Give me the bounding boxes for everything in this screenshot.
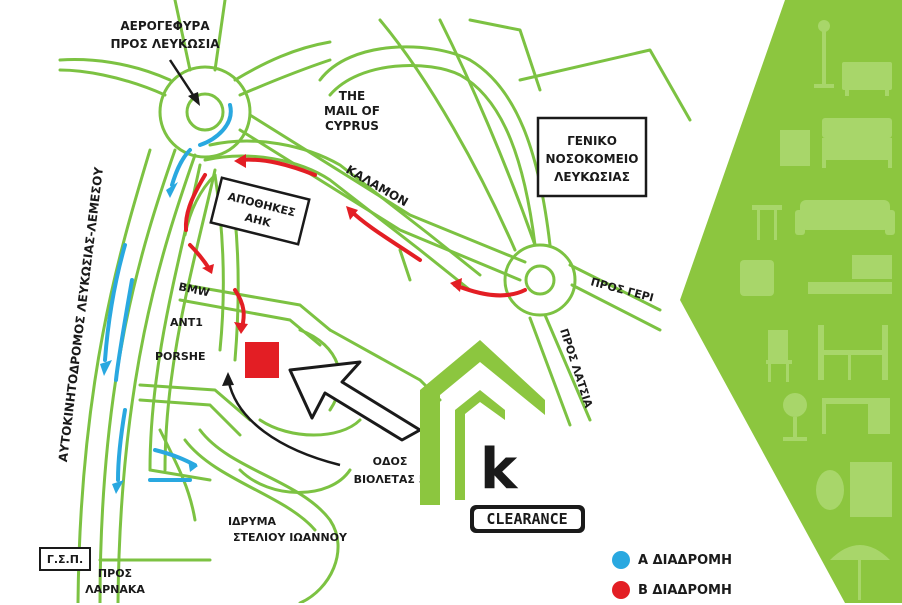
armchair-icon: [740, 260, 774, 296]
desk-icon: [822, 398, 890, 434]
route-a-arrowheads: [100, 182, 198, 494]
bed-icon: [822, 118, 892, 168]
street-label-line1: ΟΔΟΣ: [373, 455, 408, 468]
hospital-box: [536, 116, 648, 198]
road-network: [58, 0, 692, 603]
porshe-label: PORSHE: [155, 350, 206, 363]
street-pointer-arrow: [226, 377, 341, 467]
bmw-label: BMW: [177, 280, 210, 299]
foundation-label-line1: ΙΔΡΥΜΑ: [228, 515, 277, 528]
logo-wordmark: CLEARANCE: [486, 510, 567, 528]
gsp-box: [39, 547, 91, 571]
bridge-label-line2: ΠΡΟΣ ΛΕΥΚΩΣΙΑ: [110, 37, 220, 51]
store-location-marker: [245, 342, 279, 378]
larnaka-label-line2: ΛΑΡΝΑΚΑ: [85, 583, 145, 596]
foundation-label-line2: ΣΤΕΛΙΟΥ ΙΩΑΝΝΟΥ: [233, 531, 348, 544]
logo-letter: k: [480, 437, 519, 502]
warehouse-label-line2: ΑΗΚ: [243, 211, 272, 230]
mirror-icon: [816, 470, 844, 510]
bookshelf-icon: [850, 462, 892, 517]
warehouse-box: [209, 176, 311, 246]
roundabout-east: [503, 243, 577, 317]
hospital-label-line2: ΝΟΣΟΚΟΜΕΙΟ: [546, 152, 639, 166]
mall-label-line3: CYPRUS: [325, 119, 379, 133]
furniture-side-panel: [680, 0, 902, 603]
gsp-label: Γ.Σ.Π.: [47, 553, 83, 566]
hospital-label-line1: ΓΕΝΙΚΟ: [567, 134, 617, 148]
dining-set-icon: [818, 325, 888, 380]
route-a-arrows: [103, 103, 233, 482]
legend-route-b-label: Β ΔΙΑΔΡΟΜΗ: [638, 582, 732, 598]
coat-rack-icon: [814, 20, 834, 88]
sofa-icon: [795, 200, 895, 235]
route-b-arrowheads: [202, 154, 462, 334]
parasol-icon: [830, 545, 890, 600]
logo-house-outline: [420, 340, 545, 505]
street-label-line2: ΒΙΟΛΕΤΑΣ 5: [354, 473, 427, 486]
legend-route-a-label: Α ΔΙΑΔΡΟΜΗ: [638, 552, 733, 568]
route-a-dot-icon: [612, 551, 630, 569]
mall-label-line1: THE: [339, 89, 365, 103]
ant1-label: ANT1: [170, 316, 203, 329]
sideboard-icon: [842, 62, 892, 96]
larnaka-label-line1: ΠΡΟΣ: [98, 567, 132, 580]
chair-icon: [766, 330, 792, 382]
pros-latsia-label: ΠΡΟΣ ΛΑΤΣΙΑ: [557, 327, 595, 410]
route-legend: Α ΔΙΑΔΡΟΜΗ Β ΔΙΑΔΡΟΜΗ: [612, 545, 762, 605]
store-pointer-arrow: [288, 360, 422, 442]
hospital-label-line3: ΛΕΥΚΩΣΙΑΣ: [554, 170, 630, 184]
k-clearance-logo: k CLEARANCE: [420, 340, 585, 533]
bridge-label-line1: ΑΕΡΟΓΕΦΥΡΑ: [120, 19, 210, 33]
mall-label-line2: MAIL OF: [324, 104, 380, 118]
highway-label: ΑΥΤΟΚΙΝΗΤΟΔΡΟΜΟΣ ΛΕΥΚΩΣΙΑΣ-ΛΕΜΕΣΟΥ: [56, 166, 106, 463]
office-chair-icon: [783, 393, 807, 441]
roundabout-north: [158, 65, 252, 159]
legend-item-route-a: Α ΔΙΑΔΡΟΜΗ: [612, 545, 762, 575]
side-table-icon: [752, 205, 782, 240]
route-b-dot-icon: [612, 581, 630, 599]
kalamon-road: [238, 128, 522, 282]
legend-item-route-b: Β ΔΙΑΔΡΟΜΗ: [612, 575, 762, 605]
bridge-pointer-arrow: [168, 59, 197, 99]
tv-stand-icon: [808, 255, 892, 294]
dresser-icon: [780, 130, 810, 166]
